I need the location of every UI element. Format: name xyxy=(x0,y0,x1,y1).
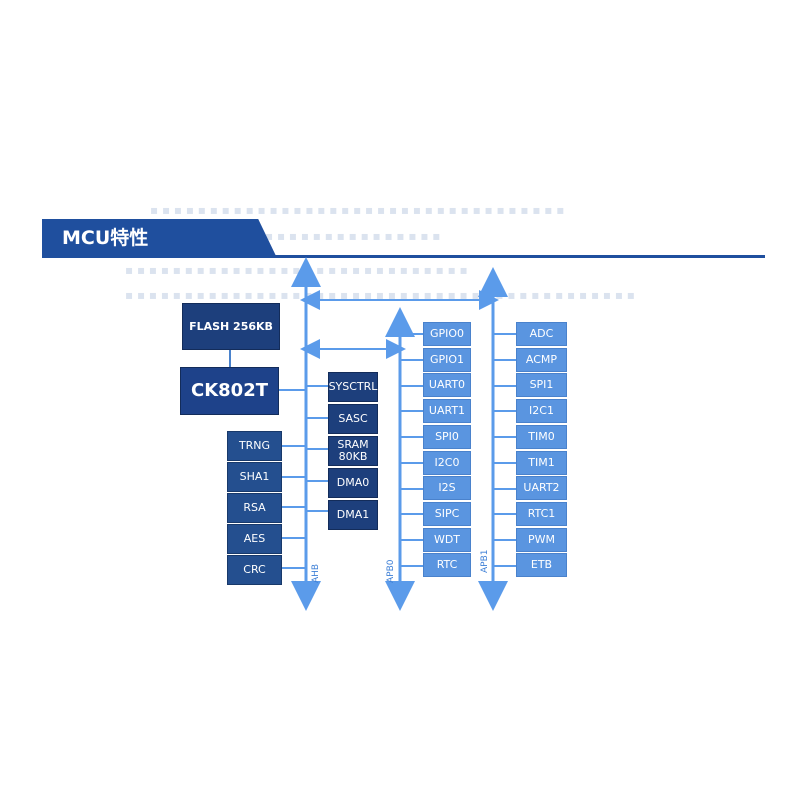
block-gpio0: GPIO0 xyxy=(423,322,471,346)
faded-text-line: ▪ ▪ ▪ ▪ ▪ ▪ ▪ ▪ ▪ ▪ ▪ ▪ ▪ ▪ ▪ ▪ ▪ ▪ ▪ ▪ … xyxy=(150,203,565,217)
block-rtc: RTC xyxy=(423,553,471,578)
flash-block: FLASH 256KB xyxy=(182,303,280,350)
apb0-bus-label: APB0 xyxy=(386,559,396,583)
block-etb: ETB xyxy=(516,553,567,578)
block-uart1: UART1 xyxy=(423,399,471,424)
block-acmp: ACMP xyxy=(516,347,567,372)
block-sipc: SIPC xyxy=(423,501,471,526)
block-pwm: PWM xyxy=(516,527,567,552)
section-title: MCU特性 xyxy=(42,219,277,258)
block-spi0: SPI0 xyxy=(423,424,471,449)
section-divider xyxy=(42,255,765,258)
block-sysctrl: SYSCTRL xyxy=(328,372,378,402)
block-rtc1: RTC1 xyxy=(516,501,567,526)
block-uart0: UART0 xyxy=(423,373,471,398)
ahb-bus-label: AHB xyxy=(311,563,321,583)
block-i2s: I2S xyxy=(423,476,471,501)
block-dma1: DMA1 xyxy=(328,500,378,530)
faded-text-line: ▪ ▪ ▪ ▪ ▪ ▪ ▪ ▪ ▪ ▪ ▪ ▪ ▪ ▪ ▪ xyxy=(265,229,441,243)
block-tim1: TIM1 xyxy=(516,450,567,475)
block-adc: ADC xyxy=(516,322,567,346)
block-tim0: TIM0 xyxy=(516,424,567,449)
block-crc: CRC xyxy=(227,555,282,585)
cpu-block: CK802T xyxy=(180,367,279,415)
block-rsa: RSA xyxy=(227,493,282,523)
block-dma0: DMA0 xyxy=(328,468,378,498)
block-uart2: UART2 xyxy=(516,476,567,501)
block-sasc: SASC xyxy=(328,404,378,434)
block-wdt: WDT xyxy=(423,527,471,552)
block-trng: TRNG xyxy=(227,431,282,461)
block-aes: AES xyxy=(227,524,282,554)
block-gpio1: GPIO1 xyxy=(423,347,471,372)
block-i2c0: I2C0 xyxy=(423,450,471,475)
block-sram-80kb: SRAM 80KB xyxy=(328,436,378,466)
block-spi1: SPI1 xyxy=(516,373,567,398)
apb1-bus-label: APB1 xyxy=(480,549,490,573)
block-sha1: SHA1 xyxy=(227,462,282,492)
block-i2c1: I2C1 xyxy=(516,399,567,424)
